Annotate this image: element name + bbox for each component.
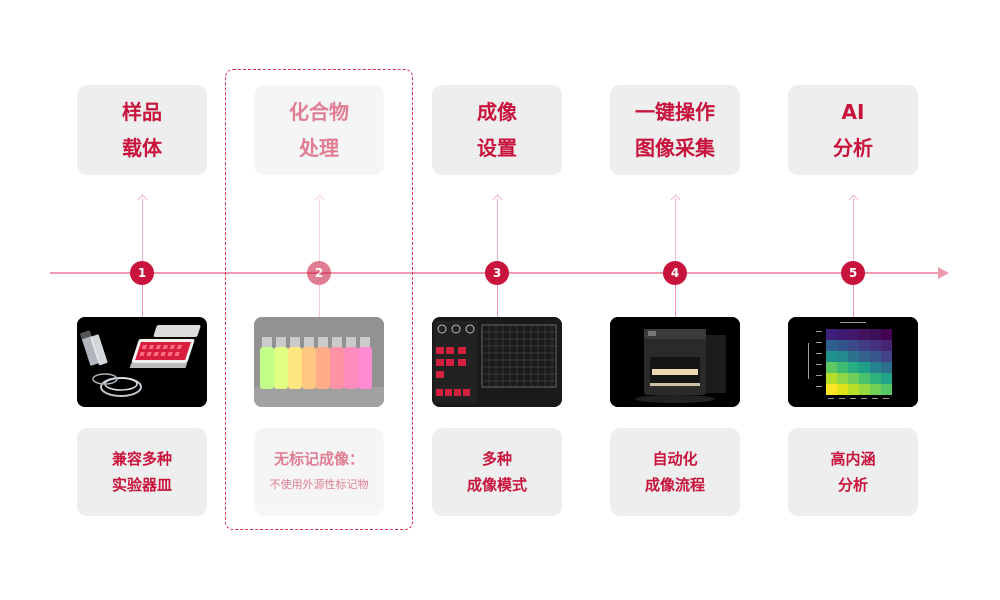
step-1-desc-line1: 兼容多种 (111, 450, 172, 468)
step-1-node: 1 (130, 261, 154, 285)
step-4-desc-box: 自动化 成像流程 (610, 428, 740, 516)
step-3-desc-box: 多种 成像模式 (432, 428, 562, 516)
step-3-up-arrow-icon (492, 194, 503, 205)
step-4-up-arrow-icon (670, 194, 681, 205)
step-4-desc-line1: 自动化 (652, 450, 698, 468)
step-5-up-arrow-icon (848, 194, 859, 205)
step-1-desc-line2: 实验器皿 (111, 476, 172, 494)
step-3-title-box: 成像 设置 (432, 85, 562, 175)
step-2-title-line1: 化合物 (289, 100, 349, 124)
step-5-title-line1: AI (841, 100, 865, 124)
step-4-title-box: 一键操作 图像采集 (610, 85, 740, 175)
step-1-title-line2: 载体 (122, 136, 162, 160)
step-4-title-line1: 一键操作 (635, 100, 715, 124)
step-2-desc-line2: 不使用外源性标记物 (269, 478, 369, 491)
step-5-title-line2: 分析 (833, 136, 873, 160)
step-2-desc-line1: 无标记成像： (273, 450, 364, 468)
step-5-connector-up (853, 198, 854, 264)
step-1-up-arrow-icon (137, 194, 148, 205)
step-5-title-box: AI 分析 (788, 85, 918, 175)
step-1-photo-labware (77, 317, 207, 407)
step-2-desc-box: 无标记成像： 不使用外源性标记物 (254, 428, 384, 516)
step-2-title-line2: 处理 (299, 136, 339, 160)
step-3-connector-up (497, 198, 498, 264)
step-1-connector-down (142, 285, 143, 317)
step-2-node: 2 (307, 261, 331, 285)
step-3-connector-down (497, 285, 498, 317)
step-4-desc-line2: 成像流程 (644, 476, 705, 494)
step-4-title-line2: 图像采集 (635, 136, 715, 160)
step-3-title-line2: 设置 (477, 136, 517, 160)
step-1-connector-up (142, 198, 143, 264)
step-5-photo-heatmap (788, 317, 918, 407)
step-1-title-box: 样品 载体 (77, 85, 207, 175)
step-3-node: 3 (485, 261, 509, 285)
step-1-title-line1: 样品 (122, 100, 162, 124)
step-2-photo-fluorescent-vials (254, 317, 384, 407)
step-3-desc-line2: 成像模式 (466, 476, 527, 494)
step-2-highlight-frame (225, 69, 413, 530)
step-5-connector-down (853, 285, 854, 317)
step-5-desc-box: 高内涵 分析 (788, 428, 918, 516)
timeline-arrowhead (938, 267, 949, 279)
step-4-connector-up (675, 198, 676, 264)
step-2-title-box: 化合物 处理 (254, 85, 384, 175)
step-4-photo-imaging-instrument (610, 317, 740, 407)
step-4-node: 4 (663, 261, 687, 285)
step-3-photo-software-ui (432, 317, 562, 407)
step-5-desc-line2: 分析 (837, 476, 868, 494)
step-2-connector-up (319, 198, 320, 264)
step-2-connector-down (319, 285, 320, 317)
step-3-title-line1: 成像 (477, 100, 517, 124)
step-4-connector-down (675, 285, 676, 317)
step-5-node: 5 (841, 261, 865, 285)
step-3-desc-line1: 多种 (481, 450, 512, 468)
step-5-desc-line1: 高内涵 (830, 450, 876, 468)
step-1-desc-box: 兼容多种 实验器皿 (77, 428, 207, 516)
